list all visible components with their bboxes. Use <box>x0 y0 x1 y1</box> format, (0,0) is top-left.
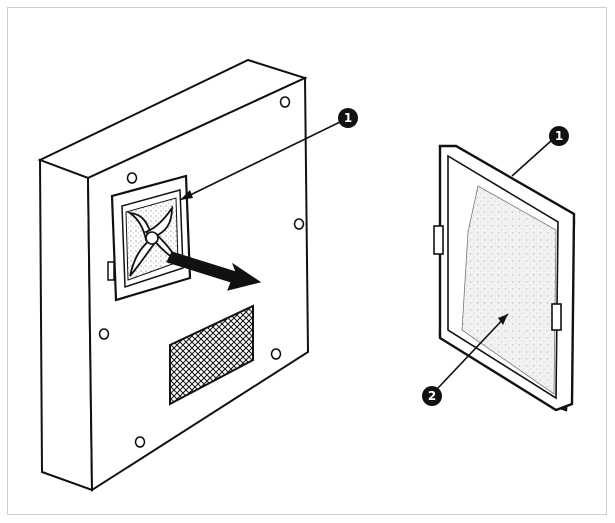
filter-cover <box>433 144 576 412</box>
screw <box>293 218 305 230</box>
filter-tab-left <box>433 225 444 255</box>
ventilation-grille <box>169 304 254 406</box>
svg-text:1: 1 <box>555 129 563 143</box>
filter-tab-right <box>551 303 562 331</box>
control-box-front-panel <box>86 76 310 492</box>
svg-text:2: 2 <box>428 389 436 403</box>
screw <box>126 172 138 184</box>
svg-text:1: 1 <box>344 111 352 125</box>
leader-arrowhead-icon <box>498 314 508 325</box>
leader-line-callout-1-unit <box>179 121 341 201</box>
callout-1-filter: 1 <box>549 126 569 146</box>
leader-arrowhead-icon <box>180 190 193 200</box>
leader-line-callout-1-filter <box>511 139 553 177</box>
control-box-side-face <box>38 158 94 492</box>
screw <box>134 436 146 448</box>
callout-2-sponge: 2 <box>422 386 442 406</box>
filter-sponge <box>461 185 557 395</box>
screw <box>279 96 291 108</box>
removal-direction-arrow <box>166 251 262 291</box>
callout-1-unit: 1 <box>338 108 358 128</box>
screw <box>98 328 110 340</box>
leader-line-callout-2-sponge <box>437 313 509 389</box>
panel-screws <box>98 96 305 448</box>
screw <box>270 348 282 360</box>
control-box <box>37 58 310 492</box>
